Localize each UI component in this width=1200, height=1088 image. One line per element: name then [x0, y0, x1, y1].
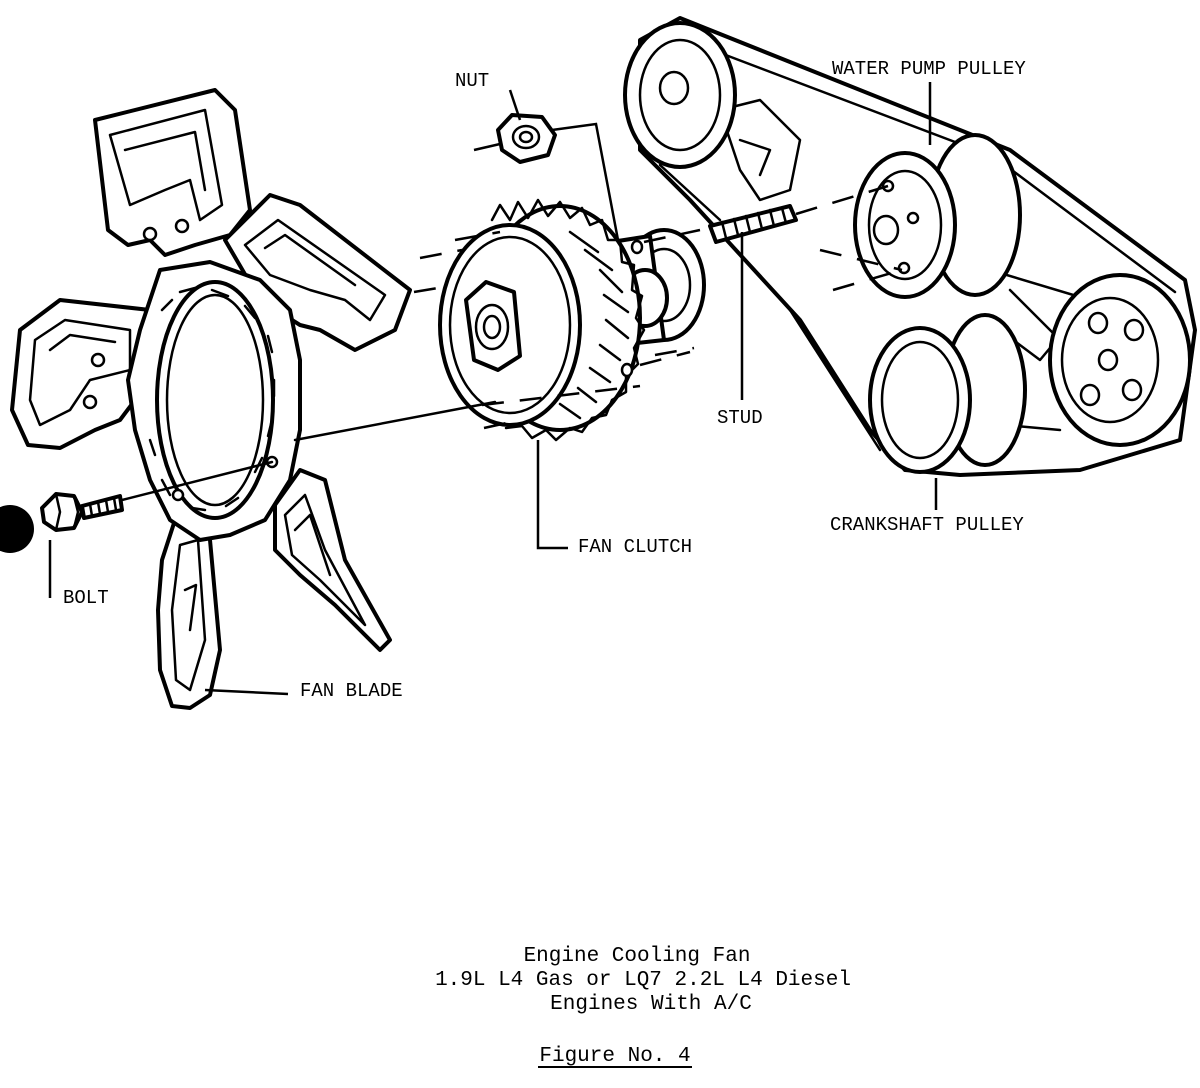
pulley-belt-assembly	[623, 16, 1197, 477]
upper-idler-pulley	[623, 21, 737, 169]
label-crankshaft-pulley: CRANKSHAFT PULLEY	[830, 514, 1024, 536]
registration-mark	[0, 505, 34, 553]
fan-clutch	[413, 198, 903, 442]
figure-caption: Engine Cooling Fan 1.9L L4 Gas or LQ7 2.…	[435, 945, 851, 1068]
water-pump-pulley	[853, 133, 1022, 299]
ac-compressor-pulley	[1048, 273, 1192, 447]
nut	[473, 113, 620, 241]
label-fan-blade: FAN BLADE	[300, 680, 403, 702]
caption-ac: Engines With A/C	[550, 993, 752, 1016]
bolt	[40, 460, 274, 532]
stud	[708, 184, 889, 244]
leader-lines	[48, 82, 938, 696]
crankshaft-pulley	[868, 313, 1027, 474]
label-water-pump-pulley: WATER PUMP PULLEY	[832, 58, 1026, 80]
caption-figure-number: Figure No. 4	[539, 1045, 690, 1068]
label-nut: NUT	[455, 70, 489, 92]
label-fan-clutch: FAN CLUTCH	[578, 536, 692, 558]
caption-engines: 1.9L L4 Gas or LQ7 2.2L L4 Diesel	[435, 969, 851, 992]
caption-title: Engine Cooling Fan	[524, 945, 751, 968]
label-bolt: BOLT	[63, 587, 109, 609]
fan-blade	[10, 88, 497, 710]
label-stud: STUD	[717, 407, 763, 429]
